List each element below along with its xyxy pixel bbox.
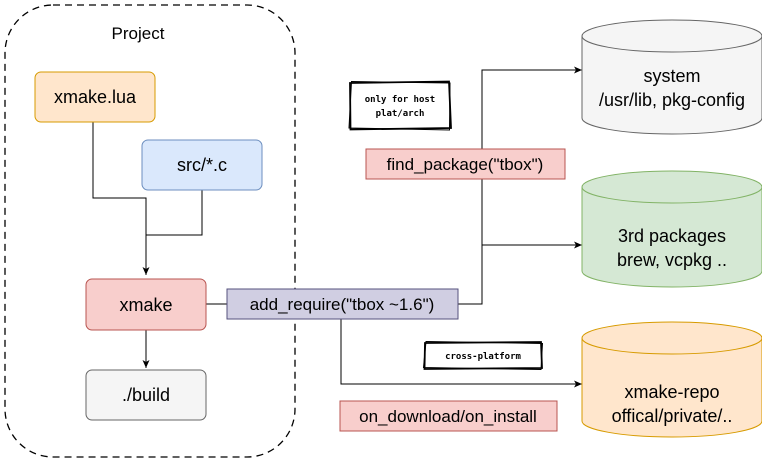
repo-3rd-packages-top-rim: [581, 186, 762, 204]
node-xmake-label: xmake: [119, 295, 172, 315]
add-require-box: [226, 288, 459, 320]
node-build[interactable]: ./build: [85, 369, 207, 421]
node-xmake-box: [85, 278, 207, 331]
repo-xmake-repo-line2: offical/private/..: [612, 406, 733, 426]
edge-add-require-to-xmake-repo: [340, 319, 582, 388]
on-download-label[interactable]: on_download/on_install: [339, 400, 558, 432]
node-xmake-lua-box: [34, 71, 156, 123]
note-host-only-border-sketch: [348, 80, 451, 131]
repo-3rd-packages-line1: 3rd packages: [618, 226, 726, 246]
find-package-label[interactable]: find_package("tbox"): [365, 148, 566, 180]
add-require-label[interactable]: add_require("tbox ~1.6"): [226, 288, 459, 320]
repo-xmake-repo-body: [581, 321, 762, 438]
note-host-only-line2: plat/arch: [376, 109, 425, 119]
note-cross-platform-text: cross-platform: [445, 352, 521, 362]
repo-system-body: [581, 19, 762, 135]
on-download-text: on_download/on_install: [359, 407, 537, 426]
note-host-only: only for host plat/arch: [348, 80, 452, 131]
note-cross-platform: cross-platform: [422, 340, 544, 371]
repo-system-line2: /usr/lib, pkg-config: [599, 90, 745, 110]
edge-xmake-lua-to-xmake: [92, 122, 150, 275]
note-cross-platform-border-sketch: [422, 340, 544, 371]
node-src-c[interactable]: src/*.c: [141, 139, 263, 191]
note-host-only-border: [349, 80, 452, 131]
node-build-box: [85, 369, 207, 421]
edges: [92, 66, 582, 388]
repo-xmake-repo-line1: xmake-repo: [624, 382, 719, 402]
repo-system-line1: system: [643, 66, 700, 86]
edge-src-to-xmake: [145, 190, 203, 275]
repo-3rd-packages-body: [581, 170, 762, 288]
node-build-label: ./build: [122, 385, 170, 405]
find-package-box: [365, 148, 566, 180]
note-host-only-line1: only for host: [365, 95, 435, 105]
node-xmake-lua[interactable]: xmake.lua: [34, 71, 156, 123]
node-src-c-label: src/*.c: [177, 155, 227, 175]
project-group: Project: [4, 4, 296, 458]
add-require-text: add_require("tbox ~1.6"): [250, 295, 435, 314]
repo-xmake-repo-top-rim: [581, 337, 762, 355]
repo-xmake-repo[interactable]: xmake-repo offical/private/..: [581, 321, 762, 438]
node-xmake-lua-label: xmake.lua: [54, 87, 137, 107]
repo-system-top-rim: [581, 35, 762, 53]
node-xmake[interactable]: xmake: [85, 278, 207, 331]
repo-system[interactable]: system /usr/lib, pkg-config: [581, 19, 762, 135]
project-group-title: Project: [112, 24, 165, 43]
edge-add-require-to-system: [458, 66, 582, 305]
on-download-box: [339, 400, 558, 432]
repo-3rd-packages-line2: brew, vcpkg ..: [617, 250, 727, 270]
node-src-c-box: [141, 139, 263, 191]
project-group-border: [4, 4, 296, 458]
find-package-text: find_package("tbox"): [387, 155, 544, 174]
repo-3rd-packages[interactable]: 3rd packages brew, vcpkg ..: [581, 170, 762, 288]
